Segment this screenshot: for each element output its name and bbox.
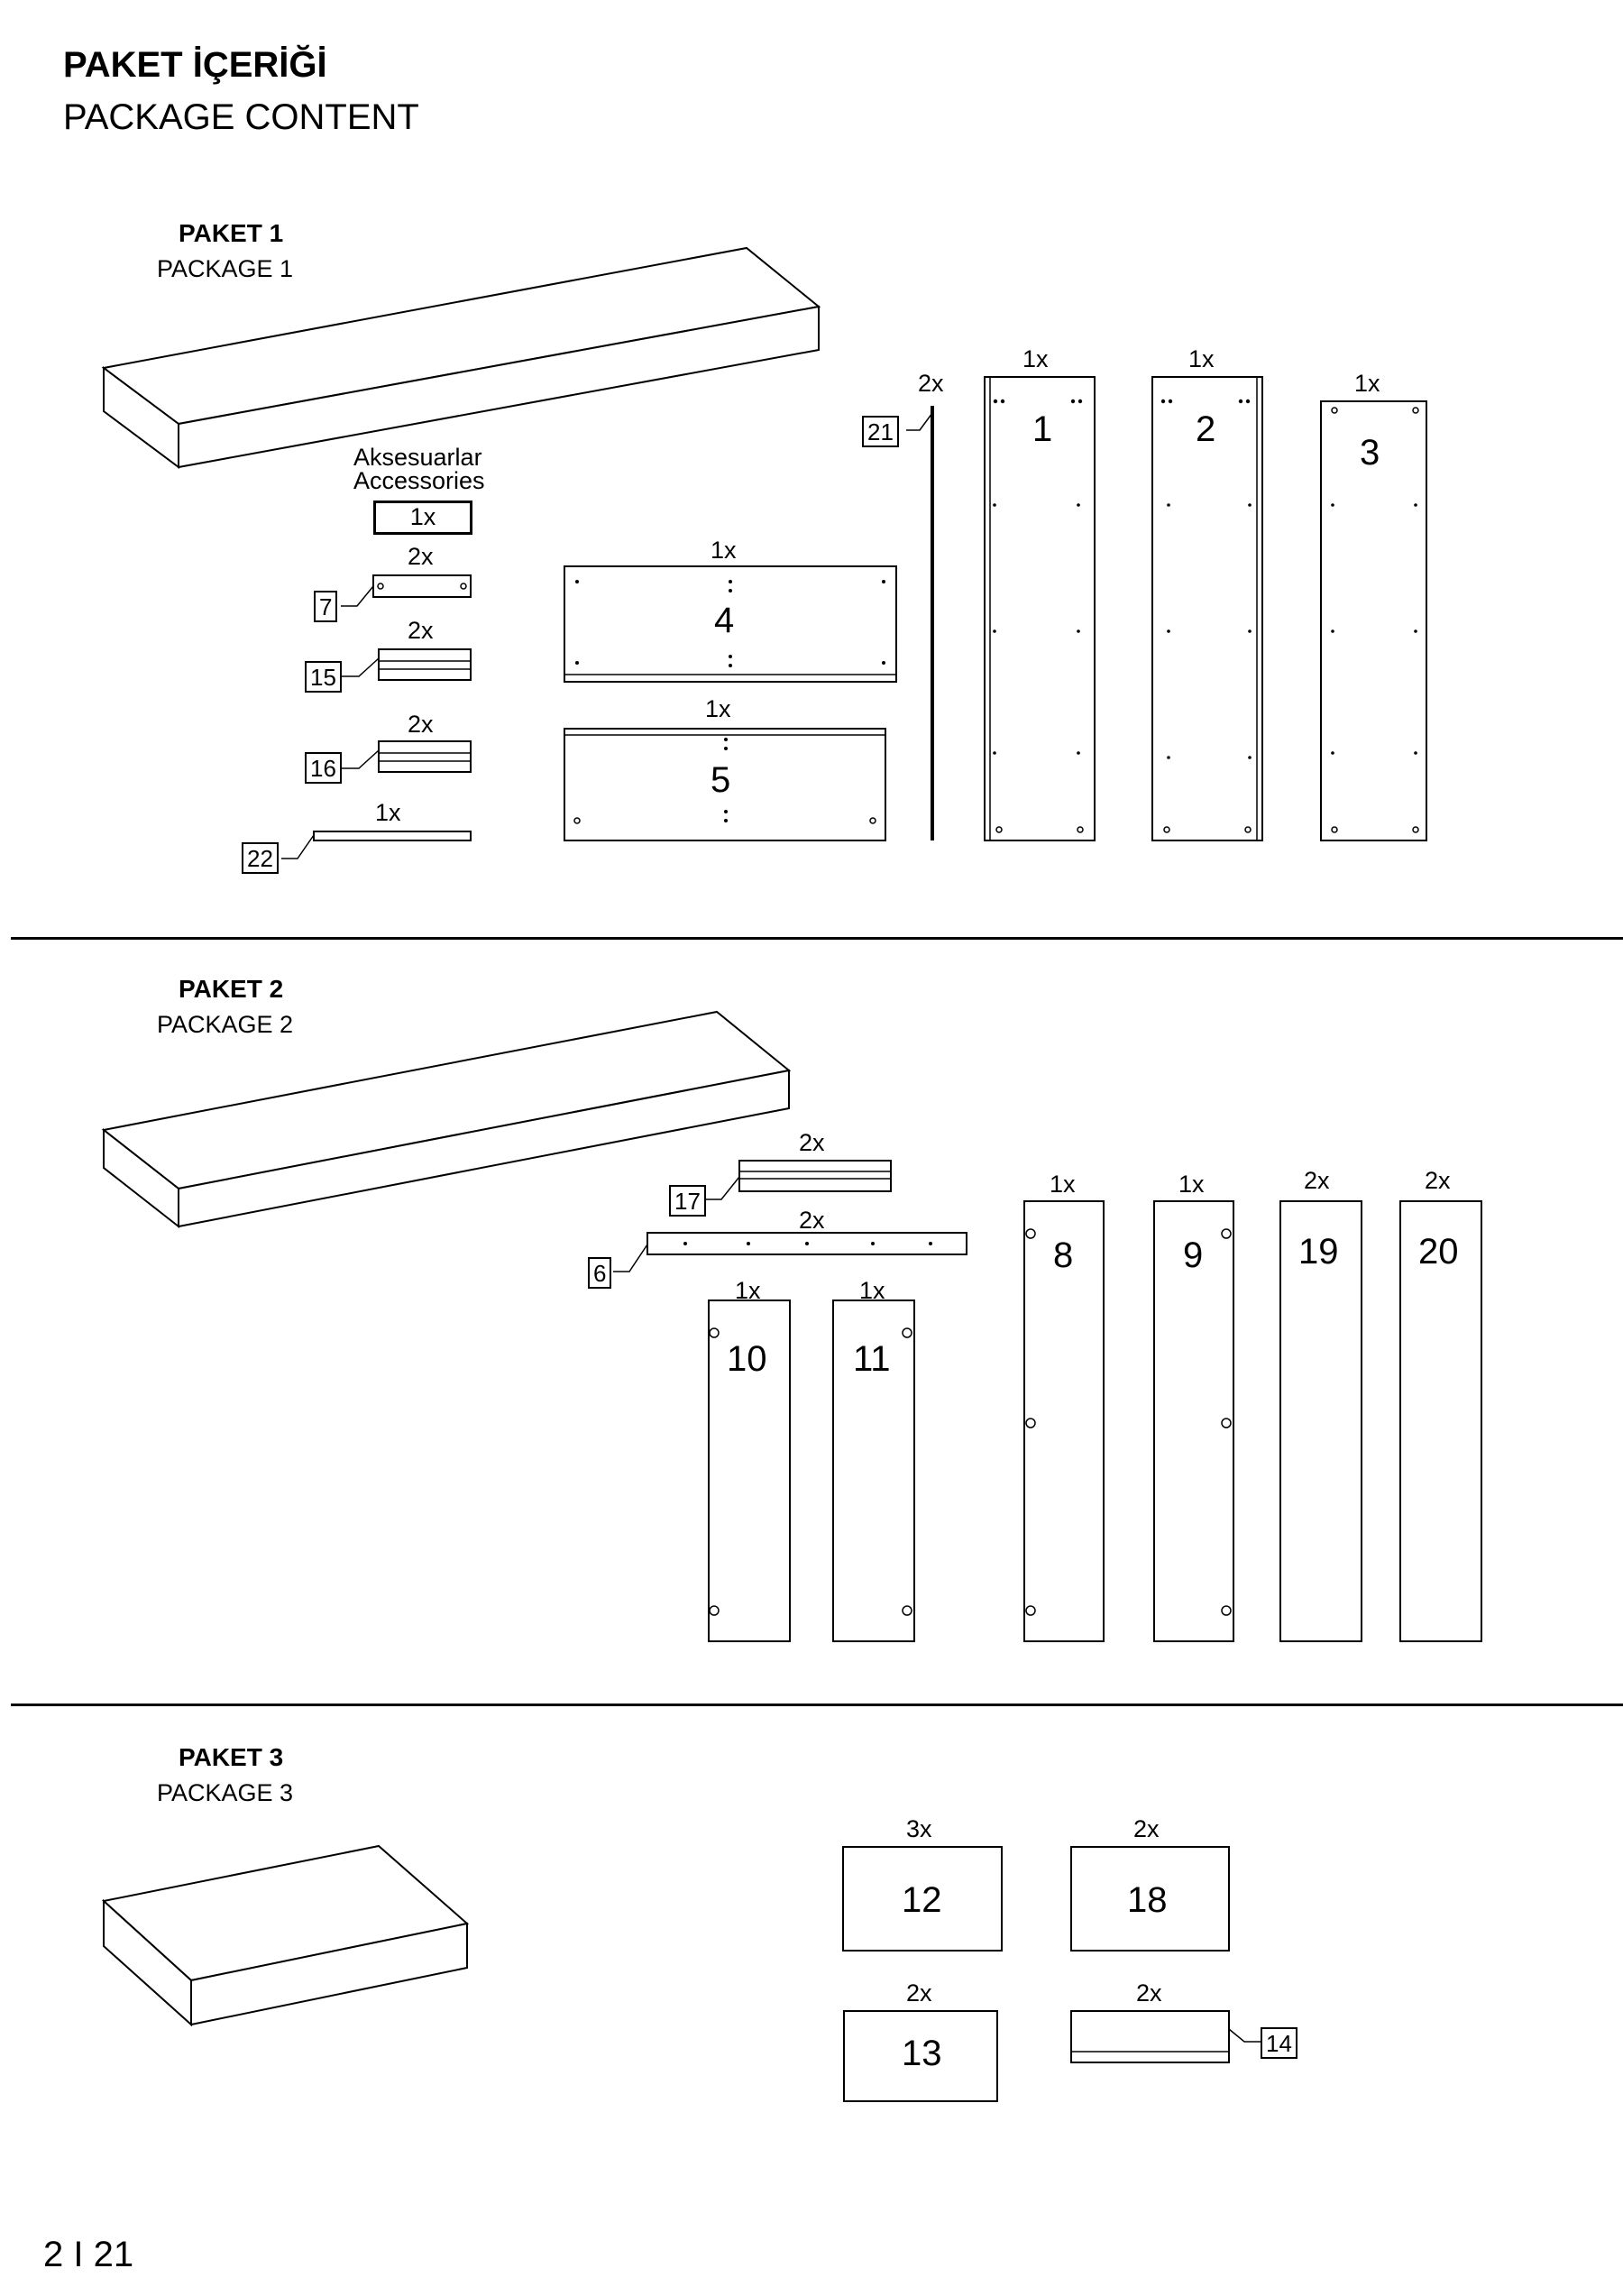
panel-1-drawing	[984, 376, 1096, 841]
panel-5-qty: 1x	[705, 695, 731, 722]
panel-11-label: 11	[853, 1339, 891, 1379]
part-17-tag: 17	[669, 1185, 706, 1217]
part-17-qty: 2x	[799, 1129, 825, 1156]
accessories-label-en: Accessories	[353, 467, 485, 494]
panel-5-label: 5	[711, 760, 731, 800]
panel-9-qty: 1x	[1178, 1171, 1205, 1198]
panel-11-qty: 1x	[859, 1277, 885, 1304]
page-title-tr: PAKET İÇERİĞİ	[63, 45, 327, 85]
part-16-drawing	[378, 740, 472, 773]
page-title-en: PACKAGE CONTENT	[63, 97, 419, 137]
panel-10-qty: 1x	[735, 1277, 761, 1304]
panel-13-label: 13	[902, 2034, 942, 2073]
panel-20-qty: 2x	[1425, 1167, 1451, 1194]
accessories-qty-box: 1x	[373, 501, 472, 535]
part-22-qty: 1x	[375, 799, 401, 826]
panel-10-label: 10	[727, 1339, 767, 1379]
panel-2-drawing	[1151, 376, 1263, 841]
rod-21-tag: 21	[862, 416, 899, 447]
package-2-title-tr: PAKET 2	[179, 975, 284, 1003]
part-16-qty: 2x	[408, 711, 434, 738]
panel-19-drawing	[1279, 1200, 1362, 1642]
part-15-qty: 2x	[408, 617, 434, 644]
panel-9-label: 9	[1183, 1235, 1204, 1275]
part-22-drawing	[313, 831, 472, 841]
panel-8-drawing	[1023, 1200, 1105, 1642]
section-divider-2	[11, 1704, 1623, 1706]
package-2-box-drawing	[101, 1010, 792, 1229]
panel-19-label: 19	[1298, 1232, 1339, 1272]
part-15-drawing	[378, 648, 472, 681]
accessories-label-tr: Aksesuarlar	[353, 444, 482, 471]
panel-18-qty: 2x	[1133, 1815, 1160, 1842]
panel-20-label: 20	[1418, 1232, 1459, 1272]
panel-18-label: 18	[1127, 1880, 1168, 1920]
part-14-drawing	[1070, 2010, 1230, 2063]
panel-12-drawing	[842, 1846, 1003, 1952]
section-divider-1	[11, 937, 1623, 940]
panel-12-label: 12	[902, 1880, 942, 1920]
page-number: 2 I 21	[43, 2235, 134, 2274]
part-17-drawing	[738, 1160, 892, 1192]
panel-3-drawing	[1320, 400, 1427, 841]
panel-13-drawing	[843, 2010, 998, 2102]
package-1-title-tr: PAKET 1	[179, 219, 284, 247]
package-3-title-en: PACKAGE 3	[157, 1779, 294, 1806]
part-7-qty: 2x	[408, 543, 434, 570]
panel-8-label: 8	[1053, 1235, 1074, 1275]
panel-5-drawing	[564, 728, 886, 841]
rod-21-qty: 2x	[918, 370, 944, 397]
panel-4-drawing	[564, 565, 897, 683]
panel-1-qty: 1x	[1022, 345, 1049, 372]
part-14-tag: 14	[1261, 2027, 1297, 2059]
panel-19-qty: 2x	[1304, 1167, 1330, 1194]
part-6-tag: 6	[588, 1257, 612, 1289]
part-7-drawing	[372, 574, 472, 598]
part-7-tag: 7	[314, 591, 338, 622]
package-2-title-en: PACKAGE 2	[157, 1011, 294, 1038]
panel-12-qty: 3x	[906, 1815, 932, 1842]
part-6-drawing	[646, 1232, 967, 1255]
panel-2-qty: 1x	[1188, 345, 1215, 372]
package-1-box-drawing	[101, 246, 821, 469]
panel-4-qty: 1x	[711, 537, 737, 564]
panel-13-qty: 2x	[906, 1979, 932, 2007]
panel-2-label: 2	[1196, 409, 1216, 449]
panel-9-drawing	[1153, 1200, 1234, 1642]
part-6-qty: 2x	[799, 1207, 825, 1234]
panel-18-drawing	[1070, 1846, 1230, 1952]
package-3-box-drawing	[101, 1844, 470, 2027]
panel-20-drawing	[1399, 1200, 1482, 1642]
panel-11-drawing	[832, 1300, 915, 1642]
part-22-tag: 22	[242, 842, 279, 874]
panel-3-qty: 1x	[1354, 370, 1380, 397]
package-3-title-tr: PAKET 3	[179, 1743, 284, 1771]
panel-1-label: 1	[1032, 409, 1053, 449]
panel-4-label: 4	[714, 601, 735, 640]
panel-8-qty: 1x	[1050, 1171, 1076, 1198]
part-16-tag: 16	[305, 752, 342, 784]
part-15-tag: 15	[305, 661, 342, 693]
package-1-title-en: PACKAGE 1	[157, 255, 294, 282]
part-14-qty: 2x	[1136, 1979, 1162, 2007]
panel-10-drawing	[708, 1300, 791, 1642]
panel-3-label: 3	[1360, 433, 1380, 473]
